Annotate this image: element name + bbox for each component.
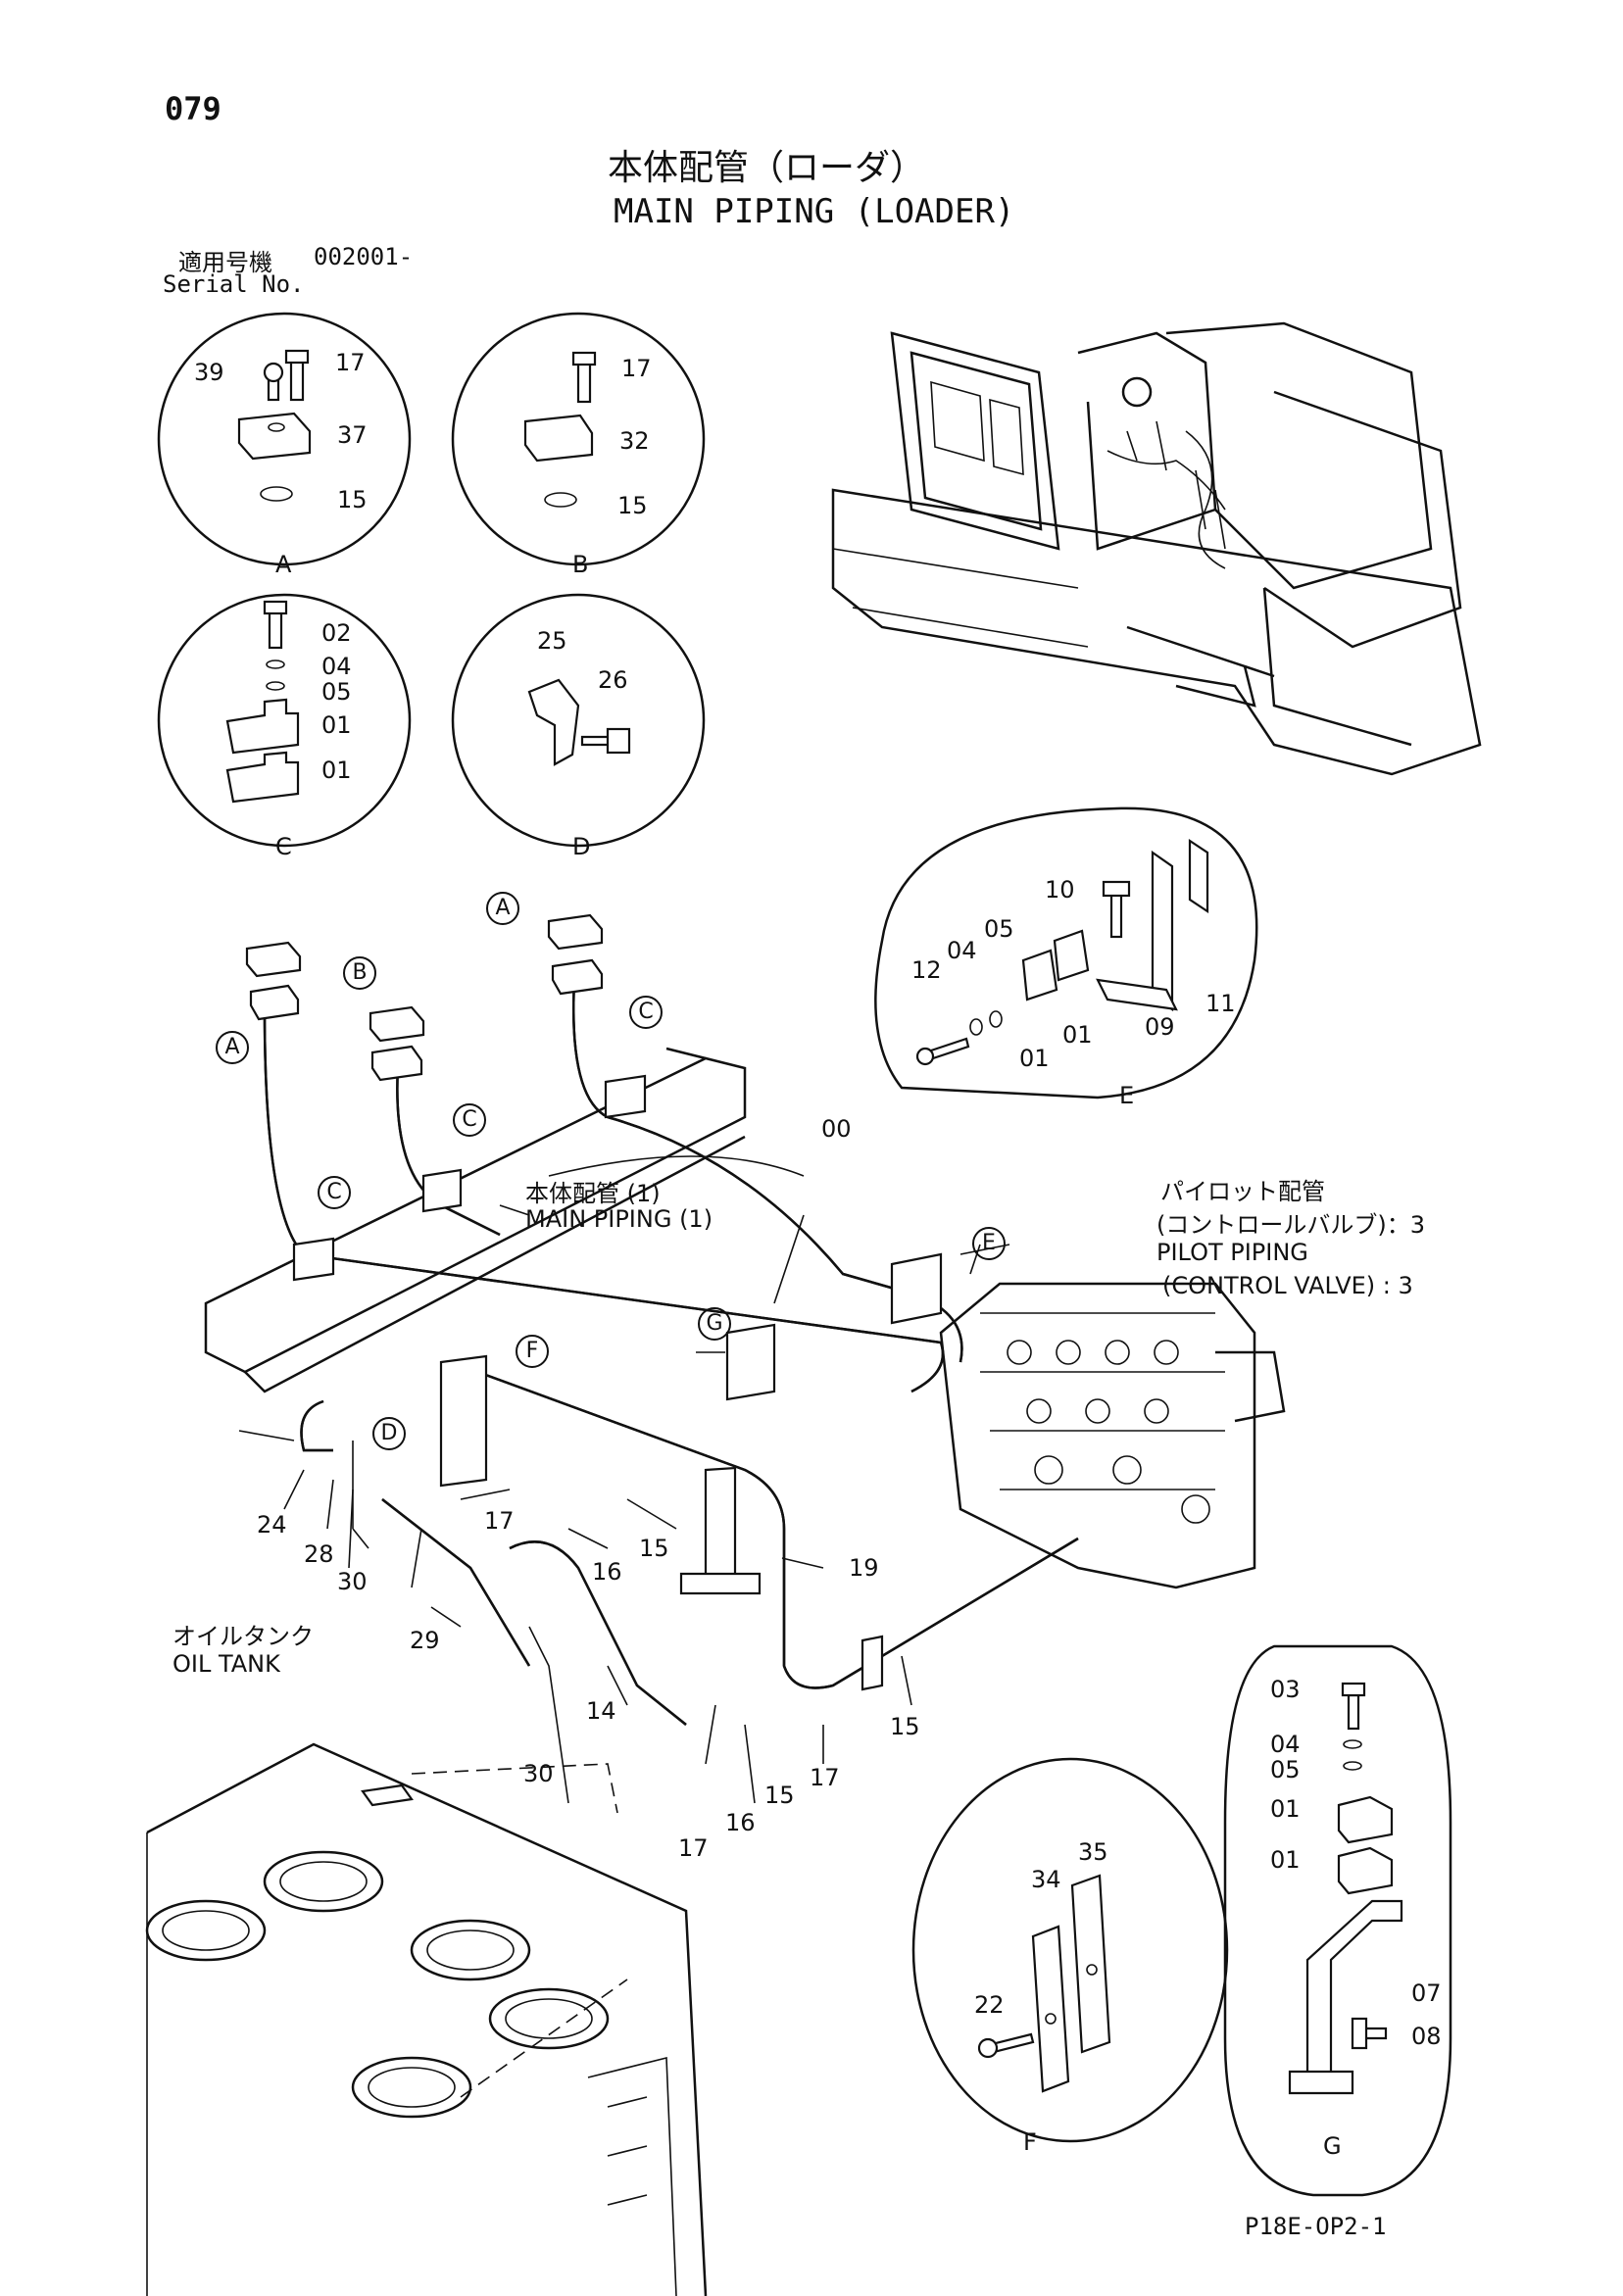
part-number-label: 32	[619, 427, 650, 455]
part-number-label: 04	[321, 653, 352, 680]
part-number-label: 29	[410, 1627, 440, 1654]
part-number-label: 01	[1270, 1795, 1301, 1823]
pipe-flanges-and-clamps	[245, 913, 943, 1691]
part-number-label: 17	[621, 355, 652, 382]
part-number-label: 02	[321, 619, 352, 647]
detail-label-g: G	[1323, 2132, 1342, 2160]
callout-e: E	[972, 1227, 1006, 1260]
part-number-label: 10	[1045, 876, 1075, 904]
part-number-label: 39	[194, 359, 224, 386]
callout-c-middle: C	[453, 1103, 486, 1137]
part-number-label: 26	[598, 666, 628, 694]
callout-c-top: C	[629, 996, 663, 1029]
part-number-label: 14	[586, 1697, 616, 1725]
part-number-label: 05	[1270, 1756, 1301, 1783]
part-number-label: 30	[523, 1760, 554, 1787]
part-number-label: 15	[337, 486, 368, 513]
part-number-label: 01	[1062, 1021, 1093, 1049]
part-number-label: 17	[335, 349, 366, 376]
oil-tank-note-en: OIL TANK	[172, 1650, 280, 1678]
part-number-label: 04	[947, 937, 977, 964]
pilot-note-jp-1: パイロット配管	[1160, 1178, 1325, 1205]
part-number-label: 19	[849, 1554, 879, 1582]
part-number-label: 17	[810, 1764, 840, 1791]
part-number-label: 05	[984, 915, 1014, 943]
frame-rails	[204, 1047, 805, 1393]
detail-label-b: B	[572, 551, 589, 578]
detail-label-f: F	[1023, 2128, 1037, 2156]
part-number-label: 01	[1270, 1846, 1301, 1874]
detail-circles	[157, 312, 1452, 2197]
machine-overview-drawing	[831, 321, 1482, 776]
callout-g: G	[698, 1307, 731, 1341]
main-piping-note-en: MAIN PIPING (1)	[525, 1205, 713, 1233]
part-number-label: 28	[304, 1540, 334, 1568]
main-piping-note-jp: 本体配管 (1)	[525, 1180, 661, 1207]
part-number-label: 01	[1019, 1045, 1050, 1072]
leader-lines	[238, 1204, 1010, 2098]
pilot-note-en-1: PILOT PIPING	[1156, 1239, 1308, 1266]
part-number-label: 15	[617, 492, 648, 519]
part-number-label: 16	[592, 1558, 622, 1586]
callout-c-left: C	[318, 1176, 351, 1209]
part-number-label: 34	[1031, 1866, 1061, 1893]
part-number-label: 00	[821, 1115, 852, 1143]
drawing-code: P18E-OP2-1	[1245, 2213, 1387, 2240]
part-number-label: 05	[321, 678, 352, 706]
detail-label-e: E	[1119, 1082, 1135, 1109]
part-number-label: 01	[321, 757, 352, 784]
serial-label-jp: 適用号機	[178, 249, 272, 276]
part-number-label: 07	[1411, 1979, 1442, 2007]
oil-tank-drawing	[145, 1742, 708, 2296]
detail-c-parts	[225, 600, 300, 804]
callout-a-top: A	[486, 892, 519, 925]
control-valve-drawing	[939, 1282, 1286, 1589]
page-number: 079	[165, 90, 221, 127]
part-number-label: 15	[639, 1535, 669, 1562]
part-number-label: 25	[537, 627, 567, 655]
detail-a-parts	[237, 349, 312, 502]
callout-b: B	[343, 956, 376, 990]
part-number-label: 01	[321, 711, 352, 739]
detail-d-parts	[527, 678, 631, 766]
oil-tank-note-jp: オイルタンク	[172, 1623, 314, 1650]
part-number-label: 08	[1411, 2023, 1442, 2050]
callout-d: D	[372, 1417, 406, 1450]
serial-label-en: Serial No.	[163, 270, 305, 298]
part-number-label: 12	[911, 956, 942, 984]
part-number-label: 37	[337, 421, 368, 449]
detail-label-a: A	[275, 551, 292, 578]
serial-value: 002001-	[314, 243, 414, 270]
page-title-en: MAIN PIPING (LOADER)	[614, 192, 1015, 231]
detail-b-parts	[523, 351, 597, 508]
detail-label-d: D	[572, 833, 591, 860]
part-number-label: 03	[1270, 1676, 1301, 1703]
detail-label-c: C	[275, 833, 292, 860]
part-number-label: 24	[257, 1511, 287, 1539]
detail-f-parts	[977, 1874, 1111, 2093]
part-number-label: 15	[890, 1713, 920, 1740]
detail-e-parts	[915, 838, 1209, 1066]
part-number-label: 17	[484, 1507, 515, 1535]
detail-g-parts	[1288, 1682, 1403, 2095]
pilot-note-en-2: (CONTROL VALVE) : 3	[1162, 1272, 1413, 1299]
part-number-label: 15	[764, 1782, 795, 1809]
part-number-label: 04	[1270, 1731, 1301, 1758]
part-number-label: 11	[1205, 990, 1236, 1017]
part-number-label: 09	[1145, 1013, 1175, 1041]
part-number-label: 30	[337, 1568, 368, 1595]
part-number-label: 17	[678, 1834, 709, 1862]
part-number-label: 16	[725, 1809, 756, 1836]
callout-f: F	[516, 1335, 549, 1368]
part-number-label: 35	[1078, 1838, 1108, 1866]
callout-a-left: A	[216, 1031, 249, 1064]
page-title-jp: 本体配管（ローダ）	[608, 148, 926, 188]
pilot-note-jp-2: (コントロールバルブ)：3	[1156, 1211, 1425, 1239]
part-number-label: 22	[974, 1991, 1005, 2019]
